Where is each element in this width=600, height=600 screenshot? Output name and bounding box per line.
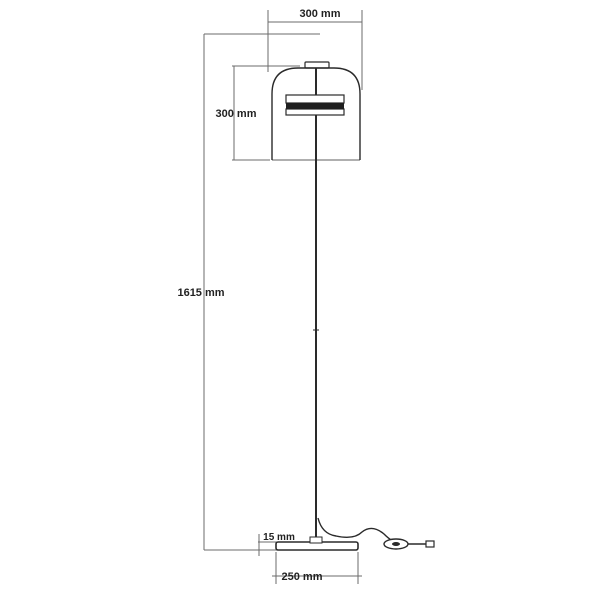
lamp-light-module-bottom xyxy=(285,108,345,116)
base-thickness-label: 15 mm xyxy=(263,532,295,543)
lamp-base-collar xyxy=(309,536,323,544)
total-height-label: 1615 mm xyxy=(177,287,224,299)
dimension-labels: 300 mm 300 mm 1615 mm 15 mm 250 mm xyxy=(177,8,340,583)
lamp xyxy=(271,61,435,551)
power-plug xyxy=(425,540,435,548)
shade-width-label: 300 mm xyxy=(300,8,341,20)
lamp-shade xyxy=(271,67,361,160)
lamp-top-cap xyxy=(304,61,330,69)
shade-height-label: 300 mm xyxy=(216,108,257,120)
base-width-label: 250 mm xyxy=(282,571,323,583)
foot-switch-button xyxy=(392,542,400,546)
dimension-lines xyxy=(203,10,363,584)
lamp-light-module-band xyxy=(286,103,344,109)
power-cable xyxy=(317,517,399,544)
lamp-light-module-top xyxy=(285,94,345,104)
